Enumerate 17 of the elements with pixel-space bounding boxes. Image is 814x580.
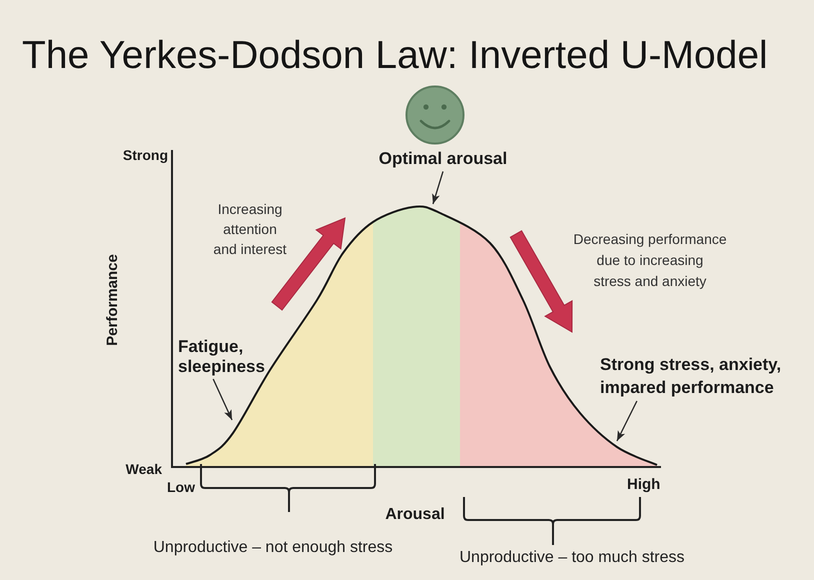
leader-line [432, 171, 444, 204]
callout-text: Fatigue, sleepiness [178, 337, 288, 377]
callout-text: Optimal arousal [378, 149, 508, 170]
bracket-caption: Unproductive – not enough stress [153, 538, 393, 558]
annotation-text: Decreasing performance due to increasing stress and anxiety [572, 230, 728, 291]
leader-line [212, 378, 233, 420]
leader-line [616, 400, 638, 442]
axis-end-label: High [627, 476, 660, 494]
axis-end-label: Weak [126, 461, 162, 478]
bracket-caption: Unproductive – too much stress [460, 548, 684, 568]
axis-end-label: Low [167, 479, 195, 496]
axis-title: Arousal [385, 505, 445, 524]
title: The Yerkes-Dodson Law: Inverted U-Model [22, 33, 768, 79]
callout-text: Strong stress, anxiety, impared performance [600, 353, 805, 399]
axis-title: Performance [104, 254, 122, 346]
axis-end-label: Strong [122, 147, 168, 164]
annotation-text: Increasing attention and interest [212, 200, 288, 259]
